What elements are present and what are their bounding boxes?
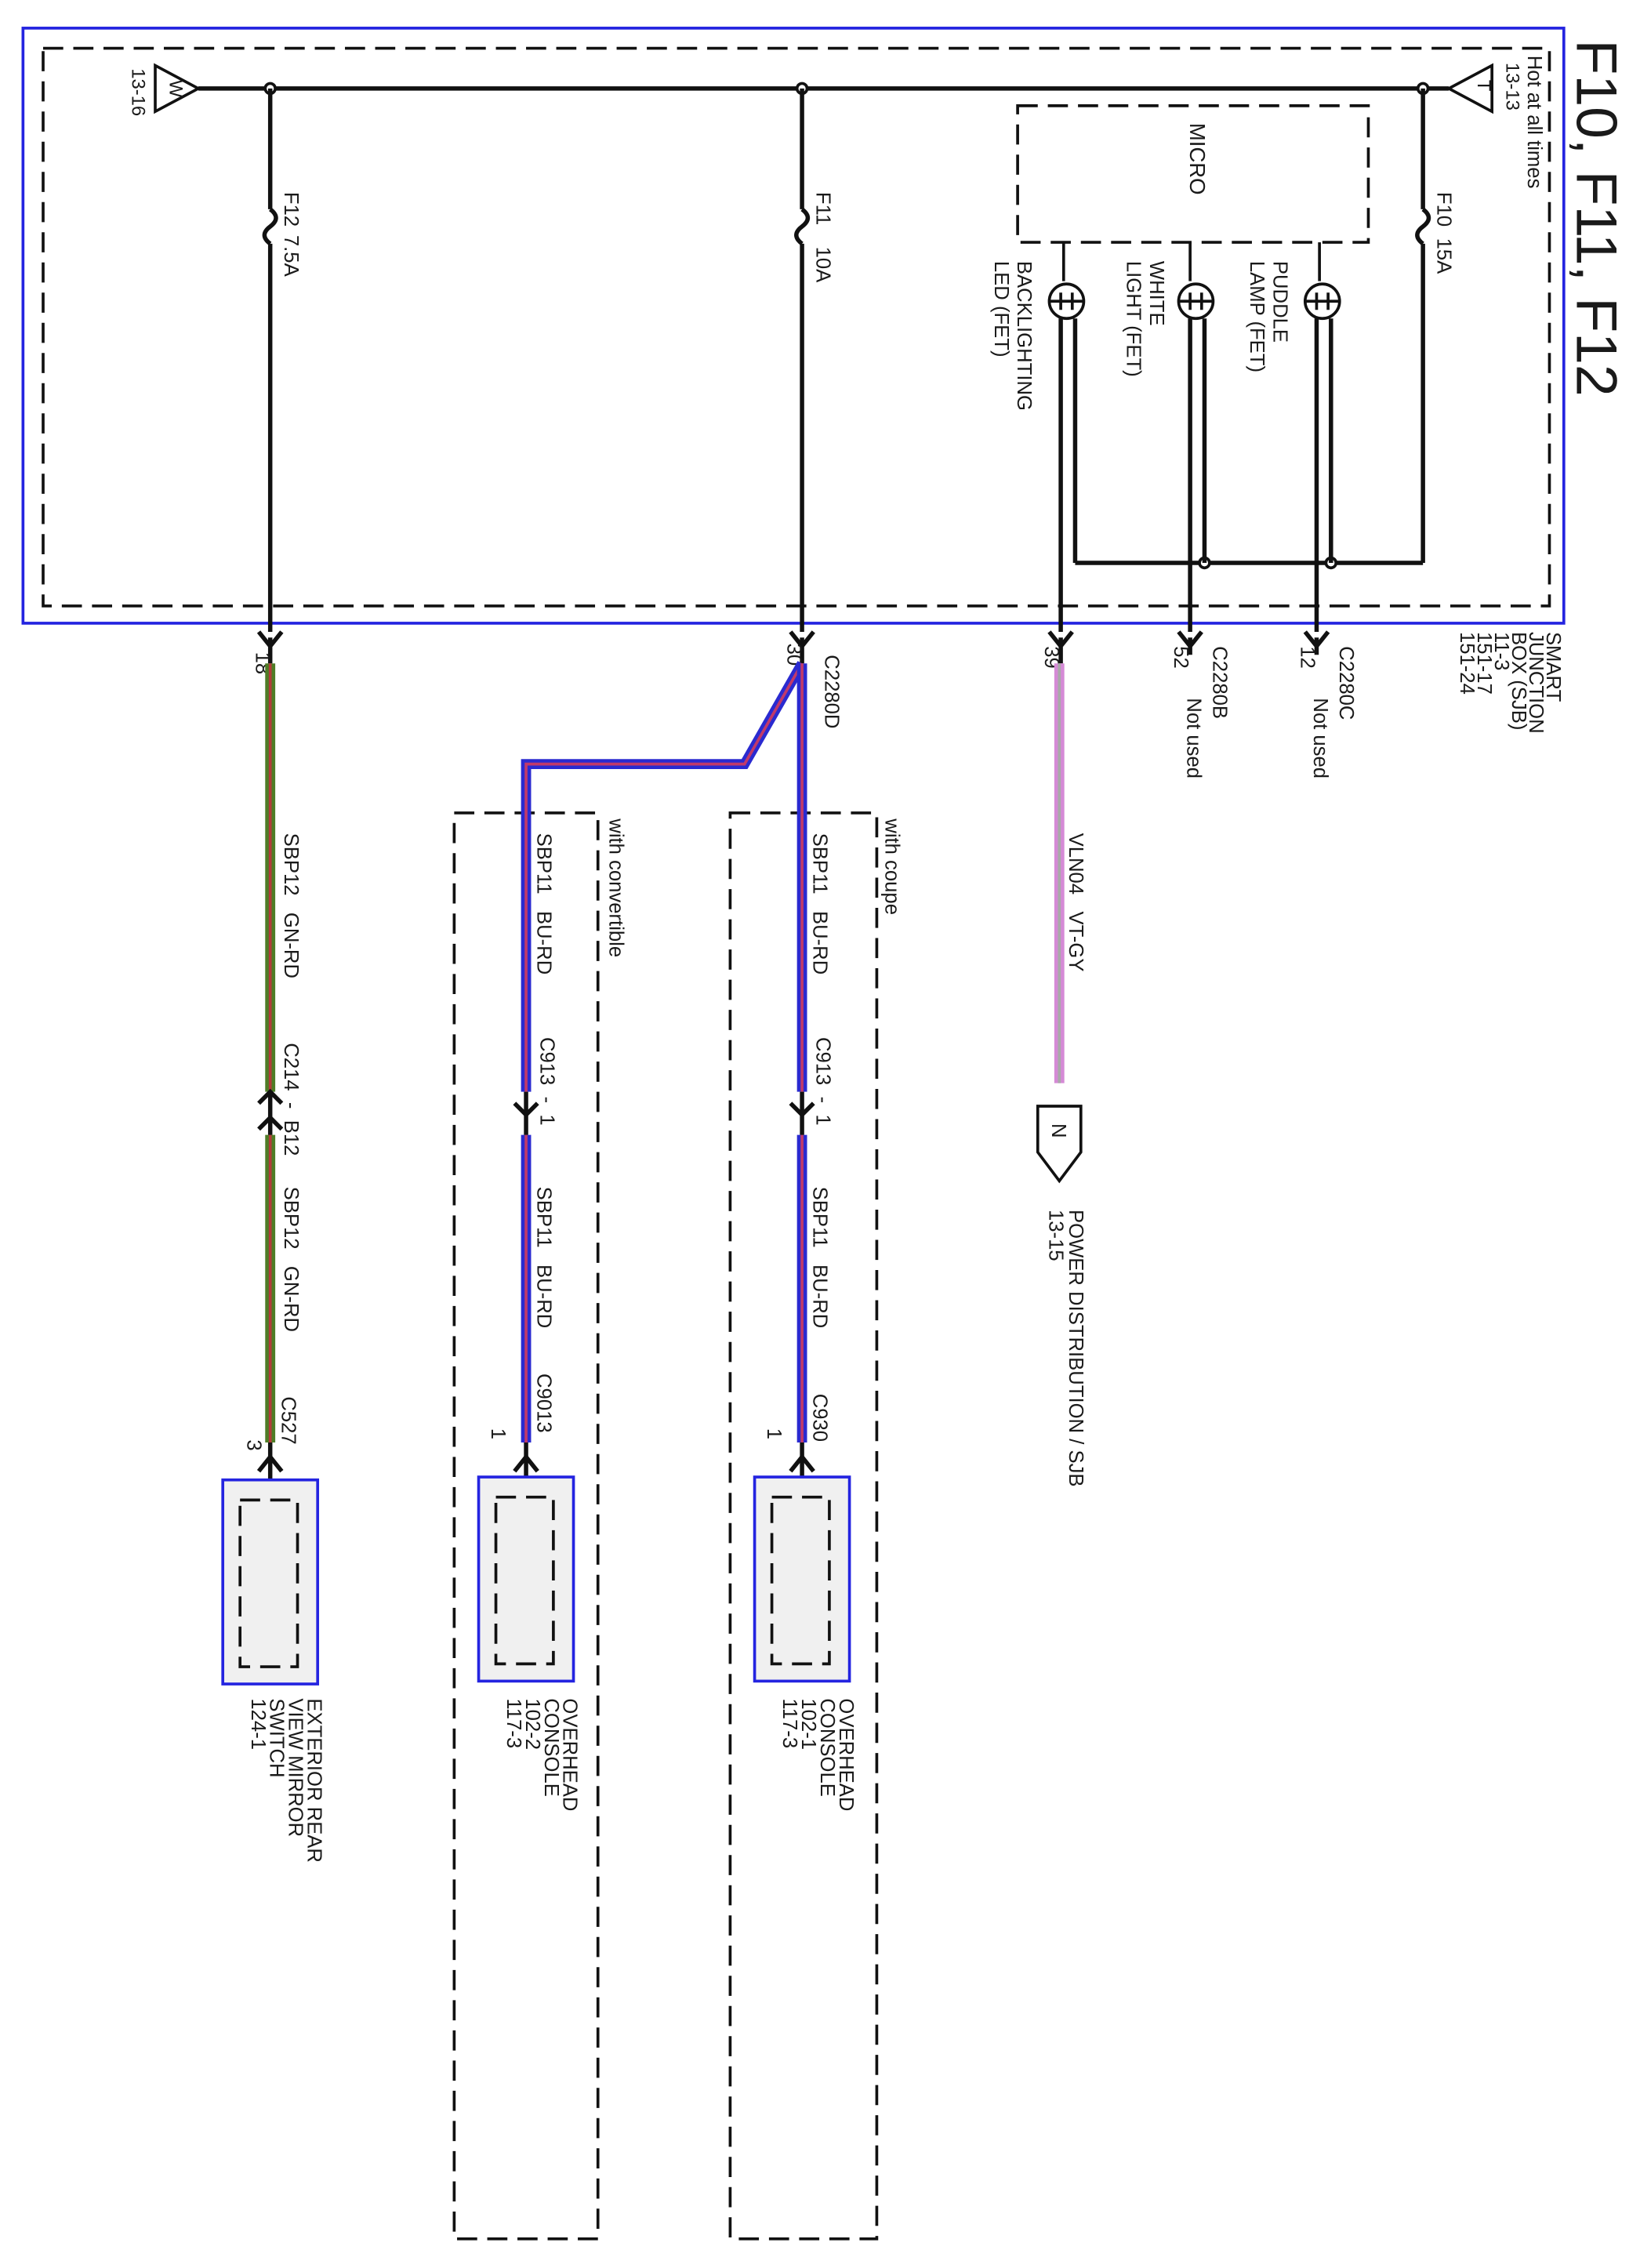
sjb-pin-12-note: Not used <box>1309 698 1331 778</box>
inline-connector-c913-coupe: C913 - 1 <box>789 1037 833 1135</box>
wire-sbp12-top-label: SBP12 GN-RD <box>280 833 302 978</box>
wire-sbp11-coupe-top-label: SBP11 BU-RD <box>809 833 831 975</box>
wire-vln04-label: VLN04 VT-GY <box>1065 833 1087 972</box>
sjb-label-line-2: JUNCTION <box>1525 632 1547 734</box>
sjb-pin-12: 12 C2280C Not used <box>1296 630 1357 778</box>
micro-label: MICRO <box>1185 123 1210 195</box>
end-connector-c930: C930 1 <box>763 1394 831 1478</box>
ref-triangle-w-page: 13-16 <box>128 68 149 116</box>
fuse-f11: F11 10A <box>794 88 833 632</box>
end-connector-c9013-name: C9013 <box>533 1374 555 1433</box>
ref-triangle-t-page: 13-13 <box>1501 63 1522 111</box>
inline-connector-c214: C214 - B12 <box>257 1043 302 1156</box>
fet-backlighting <box>1047 282 1086 632</box>
sjb-pin-52: 52 C2280B Not used <box>1170 630 1230 778</box>
end-connector-c9013-pin: 1 <box>487 1428 509 1439</box>
fet-puddle-lamp-label-2: LAMP (FET) <box>1246 261 1268 372</box>
sjb-outer-box <box>21 27 1566 625</box>
end-connector-c9013: C9013 1 <box>487 1374 555 1478</box>
power-dist-page: 13-15 <box>1044 1210 1066 1261</box>
fet-white-light-label-1: WHITE <box>1145 261 1167 326</box>
fuse-f12: F12 7.5A <box>262 88 302 632</box>
component-1-label-line-3: SWITCH <box>266 1698 288 1777</box>
fuse-f11-id: F11 <box>811 192 833 225</box>
end-connector-c930-pin: 1 <box>763 1428 785 1439</box>
sjb-pin-52-note: Not used <box>1182 698 1204 778</box>
sjb-pin-30-connector: C2280D <box>820 655 842 728</box>
component-2-label-line-4: 117-3 <box>503 1698 524 1748</box>
component-3-label-line-1: OVERHEAD <box>835 1698 857 1811</box>
hot-at-all-times-label: Hot at all times <box>1523 56 1545 189</box>
fuse-f10: F10 15A <box>1415 88 1454 563</box>
power-ref-letter: N <box>1047 1123 1069 1138</box>
wires-group <box>265 661 1065 1443</box>
inline-connector-c214-label: C214 - B12 <box>280 1043 302 1156</box>
fet-puddle-lamp-label-1: PUDDLE <box>1268 261 1290 343</box>
fuse-f11-rating: 10A <box>811 247 833 284</box>
inline-connector-c913-coupe-label: C913 - 1 <box>811 1037 833 1126</box>
fuse-f12-rating: 7.5A <box>280 235 302 278</box>
ref-triangle-w: W 13-16 <box>128 63 201 116</box>
variant-label-convertible: with convertible <box>604 818 626 957</box>
component-1-label-line-1: EXTERIOR REAR <box>303 1698 325 1863</box>
sjb-inner-dashed-box <box>42 46 1551 608</box>
wire-sbp11-conv-bottom-label: SBP11 BU-RD <box>533 1187 555 1329</box>
sjb-pin-52-connector: C2280B <box>1208 646 1230 719</box>
component-exterior-mirror-switch <box>221 1478 320 1686</box>
fet-white-light-label-2: LIGHT (FET) <box>1122 261 1144 377</box>
sjb-pin-39: 39 <box>1040 630 1074 669</box>
component-3-label-line-2: CONSOLE <box>816 1698 838 1796</box>
sjb-pin-12-connector: C2280C <box>1335 646 1357 720</box>
component-overhead-console-coupe <box>753 1475 851 1683</box>
sjb-label-line-1: SMART <box>1542 632 1564 702</box>
sjb-pin-52-number: 52 <box>1170 646 1192 669</box>
component-3-label-line-4: 117-3 <box>778 1698 800 1748</box>
fuse-f10-rating: 15A <box>1432 238 1454 275</box>
sjb-label-line-3: BOX (SJB) <box>1508 632 1529 730</box>
sjb-pin-12-number: 12 <box>1296 646 1318 669</box>
end-connector-c930-name: C930 <box>809 1394 831 1442</box>
wire-sbp11-split <box>521 661 807 1092</box>
end-connector-c527: C527 3 <box>242 1396 299 1480</box>
component-1-label-line-2: VIEW MIRROR <box>285 1698 307 1837</box>
inline-connector-c913-convertible: C913 - 1 <box>513 1037 557 1135</box>
fet-puddle-lamp <box>1303 282 1341 632</box>
fet-backlighting-label-2: LED (FET) <box>990 261 1012 357</box>
sjb-label-line-5: 151-17 <box>1473 632 1495 695</box>
wire-sbp12-bottom-label: SBP12 GN-RD <box>280 1187 302 1332</box>
diagram-title: F10, F11, F12 <box>1564 40 1628 397</box>
component-3-label-line-3: 102-1 <box>797 1698 819 1750</box>
sjb-label-line-4: 11-3 <box>1490 632 1512 670</box>
component-2-label-line-1: OVERHEAD <box>559 1698 581 1811</box>
wire-sbp11-coupe-bottom-label: SBP11 BU-RD <box>809 1187 831 1329</box>
fet-white-light <box>1177 282 1215 632</box>
fuse-f12-id: F12 <box>280 192 302 227</box>
micro-box <box>1016 104 1370 244</box>
component-overhead-console-convertible <box>477 1475 575 1683</box>
ref-triangle-w-letter: W <box>165 80 186 98</box>
power-dist-label: POWER DISTRIBUTION / SJB <box>1065 1210 1087 1487</box>
ref-triangle-t-letter: T <box>1473 80 1494 92</box>
wire-sbp11-conv-top-label: SBP11 BU-RD <box>533 833 555 975</box>
inline-connector-c913-convertible-label: C913 - 1 <box>535 1037 557 1126</box>
ref-triangle-t: T 13-13 <box>1446 63 1522 114</box>
sjb-pin-30-number: 30 <box>783 644 805 666</box>
sjb-label-line-6: 151-24 <box>1456 632 1478 695</box>
component-2-label-line-2: CONSOLE <box>540 1698 562 1796</box>
end-connector-c527-pin: 3 <box>242 1439 264 1450</box>
fet-backlighting-label-1: BACKLIGHTING <box>1013 261 1035 411</box>
sjb-label: SMART JUNCTION BOX (SJB) 11-3 151-17 151… <box>1456 632 1564 734</box>
fuse-f10-id: F10 <box>1432 192 1454 227</box>
component-1-label-line-4: 124-1 <box>247 1698 269 1750</box>
sjb-pin-30: 30 C2280D <box>783 630 842 728</box>
variant-label-coupe: with coupe <box>880 818 902 915</box>
end-connector-c527-name: C527 <box>277 1396 299 1444</box>
component-2-label-line-3: 102-2 <box>521 1698 543 1750</box>
power-distribution-ref: N POWER DISTRIBUTION / SJB 13-15 <box>1036 1105 1087 1487</box>
